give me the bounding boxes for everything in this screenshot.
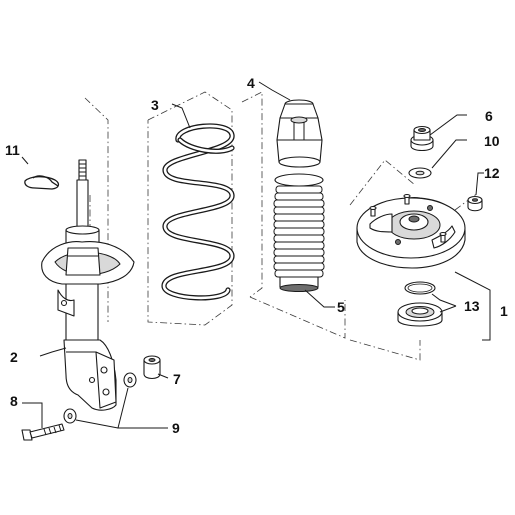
callout-5: 5 <box>337 299 345 315</box>
washer-top <box>408 167 432 179</box>
callout-3: 3 <box>151 97 159 113</box>
callout-8: 8 <box>10 393 18 409</box>
callout-9: 9 <box>172 420 180 436</box>
top-nut <box>410 125 434 152</box>
callout-12: 12 <box>484 165 500 181</box>
callout-2: 2 <box>10 349 18 365</box>
callout-13: 13 <box>464 298 480 314</box>
mount-nut <box>467 195 483 212</box>
washers-lower <box>63 372 137 424</box>
bearing-assembly <box>397 281 443 327</box>
callout-7: 7 <box>173 371 181 387</box>
callout-1: 1 <box>500 303 508 319</box>
top-mount <box>356 193 466 269</box>
shock-absorber-strut <box>41 159 135 411</box>
strut-rod-thread <box>78 159 87 181</box>
dust-boot <box>273 173 325 292</box>
callout-labels: 1 2 3 4 5 6 7 8 9 10 11 12 13 <box>5 75 508 436</box>
leader-lines <box>21 81 491 429</box>
callout-6: 6 <box>485 108 493 124</box>
lower-nut <box>143 355 161 380</box>
lower-bolt <box>21 423 65 441</box>
retaining-clip <box>24 175 60 190</box>
strut-rod <box>76 179 89 231</box>
callout-11: 11 <box>5 142 20 158</box>
bump-stop <box>276 99 323 168</box>
callout-4: 4 <box>247 75 255 91</box>
coil-spring <box>161 123 235 301</box>
callout-10: 10 <box>484 133 500 149</box>
